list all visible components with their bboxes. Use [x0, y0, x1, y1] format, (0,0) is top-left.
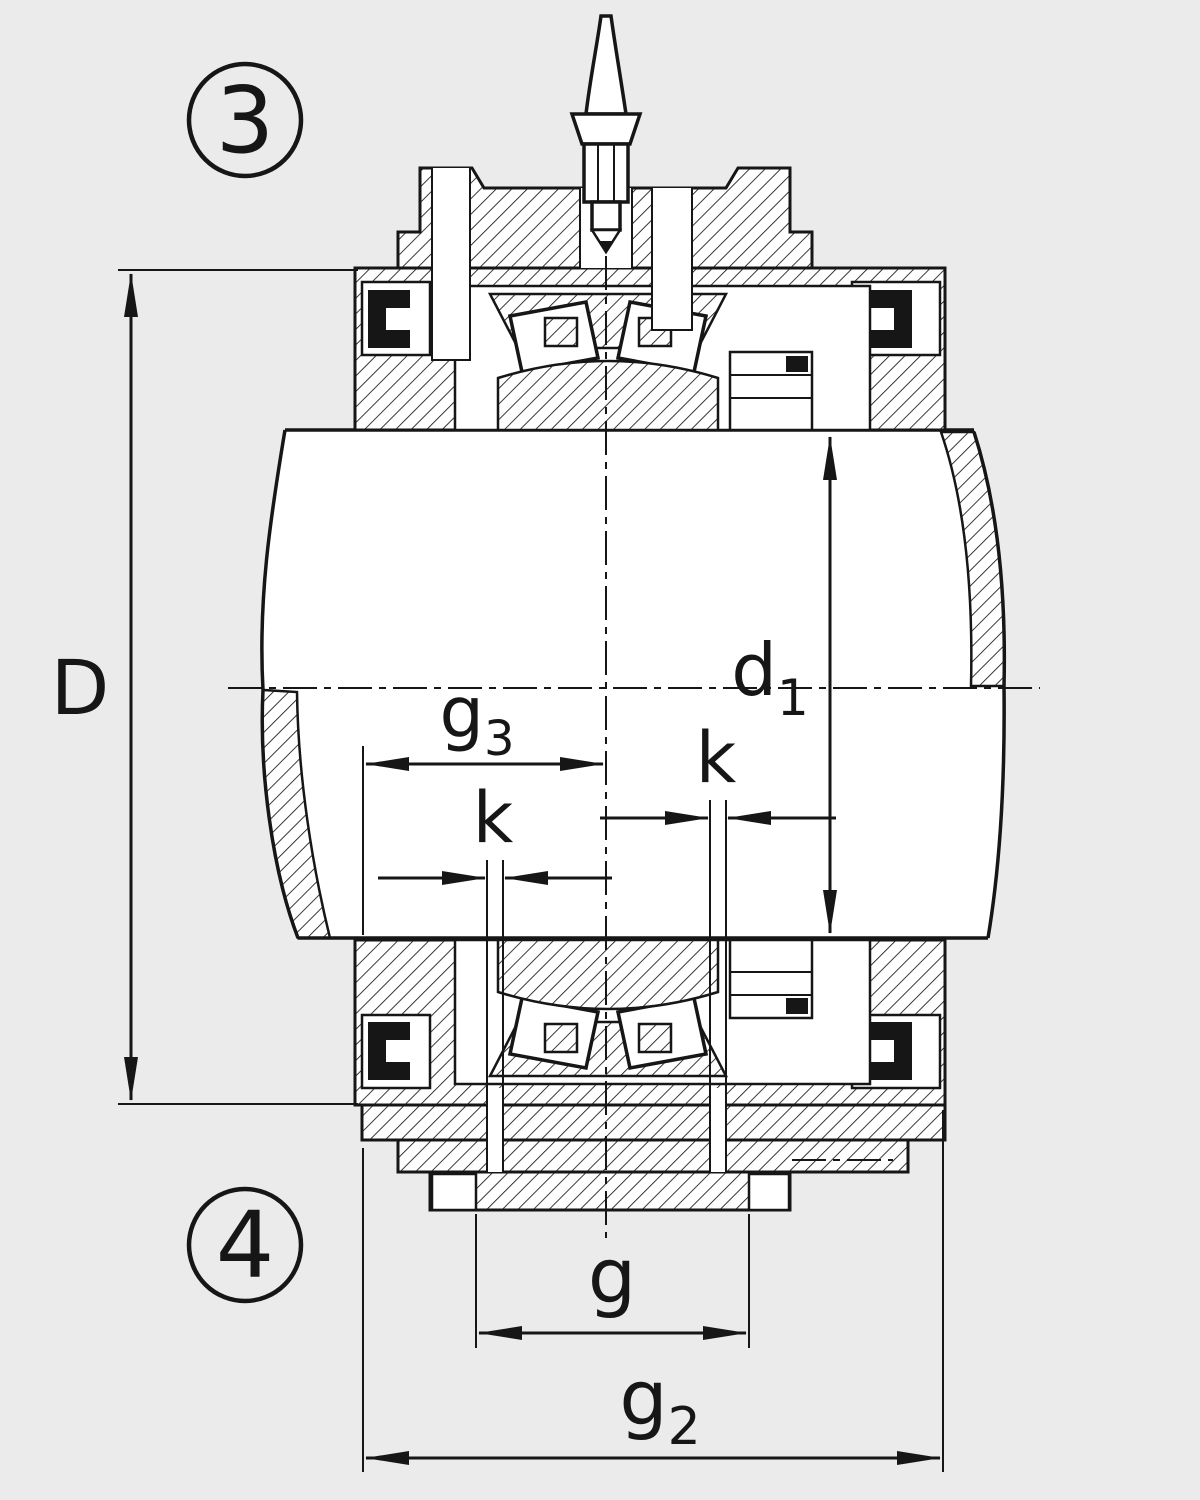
grease-fitting-bore-walls [579, 188, 633, 268]
dim-g-label: g [588, 1231, 636, 1320]
bottom-cap [360, 1088, 947, 1212]
base-bolt-hole-right-walls [709, 1088, 727, 1172]
bearing-upper-half [487, 292, 814, 432]
dim-g2-label: g2 [619, 1353, 700, 1457]
seal-upper-left [368, 290, 410, 348]
bearing-lower-half [487, 938, 814, 1078]
base-recess-right [747, 1172, 791, 1212]
callout-4: 4 [186, 1186, 304, 1304]
oring-lower [786, 998, 808, 1014]
dim-g3-base: g [440, 672, 484, 754]
dim-D-label: D [51, 643, 110, 732]
seal-lower-right [870, 1022, 912, 1080]
dim-d1: d1 [731, 436, 837, 934]
shaft [260, 428, 1007, 940]
base-slab-3 [428, 1170, 792, 1212]
cap-bolt-hole-left-fill [432, 168, 470, 360]
inner-ring-upper [496, 359, 720, 432]
shaft-break-line-left [260, 429, 300, 939]
grease-fitting-tip [599, 241, 613, 252]
dim-k-right: k [600, 717, 836, 1090]
dim-g: g [475, 1214, 750, 1348]
dim-k-left-label: k [473, 777, 514, 859]
dim-g2-base: g [619, 1353, 667, 1442]
dim-k-right-label: k [696, 717, 737, 799]
top-cap [396, 14, 814, 361]
cap-bolt-hole-right-outline [651, 188, 693, 331]
shaft-body [261, 430, 1005, 938]
grease-fitting-hex [582, 142, 630, 204]
cage-upper-left [543, 316, 579, 348]
base-slab-1 [360, 1103, 947, 1142]
base-slab-2 [396, 1138, 910, 1174]
dim-d1-base: d [731, 628, 777, 712]
dim-g2-sub: 2 [668, 1397, 701, 1457]
cage-lower-right [637, 1022, 673, 1054]
inner-ring-lower [496, 938, 720, 1011]
base-bolt-hole-left-walls [486, 1088, 504, 1172]
dim-g3-label: g3 [440, 672, 515, 767]
dim-d1-sub: 1 [777, 669, 809, 727]
cap-bolt-hole-left-outline [431, 168, 471, 361]
dim-d1-label: d1 [731, 628, 809, 727]
base-bolt-hole-left [486, 1088, 504, 1172]
cage-lower-left [543, 1022, 579, 1054]
dim-k-left: k [378, 777, 612, 1090]
grease-fitting-stem [590, 200, 622, 232]
dim-g2: g2 [362, 1110, 944, 1472]
cap-bolt-hole-left [431, 168, 471, 361]
callout-3: 3 [186, 61, 304, 179]
lower-housing [353, 938, 947, 1107]
base-bolt-hole-right-fill [710, 1088, 726, 1172]
oring-upper [786, 356, 808, 372]
base-bolt-hole-left-fill [487, 1088, 503, 1172]
callout-4-circle [186, 1186, 304, 1304]
dim-g3: g3 [362, 672, 604, 935]
callout-4-label: 4 [216, 1192, 275, 1299]
shaft-break-line-right [972, 431, 1007, 939]
callout-3-label: 3 [216, 67, 275, 174]
base-bolt-hole-right [709, 1088, 727, 1172]
grease-fitting-collar [569, 112, 643, 146]
dim-D: D [51, 269, 358, 1105]
dim-g3-sub: 3 [484, 711, 515, 767]
seal-upper-right [870, 290, 912, 348]
cap-bolt-hole-right-fill [652, 188, 692, 330]
grease-fitting [569, 14, 643, 255]
base-recess-left [430, 1172, 478, 1212]
cap-bolt-hole-right [651, 188, 693, 331]
callout-3-circle [186, 61, 304, 179]
seal-lower-left [368, 1022, 410, 1080]
